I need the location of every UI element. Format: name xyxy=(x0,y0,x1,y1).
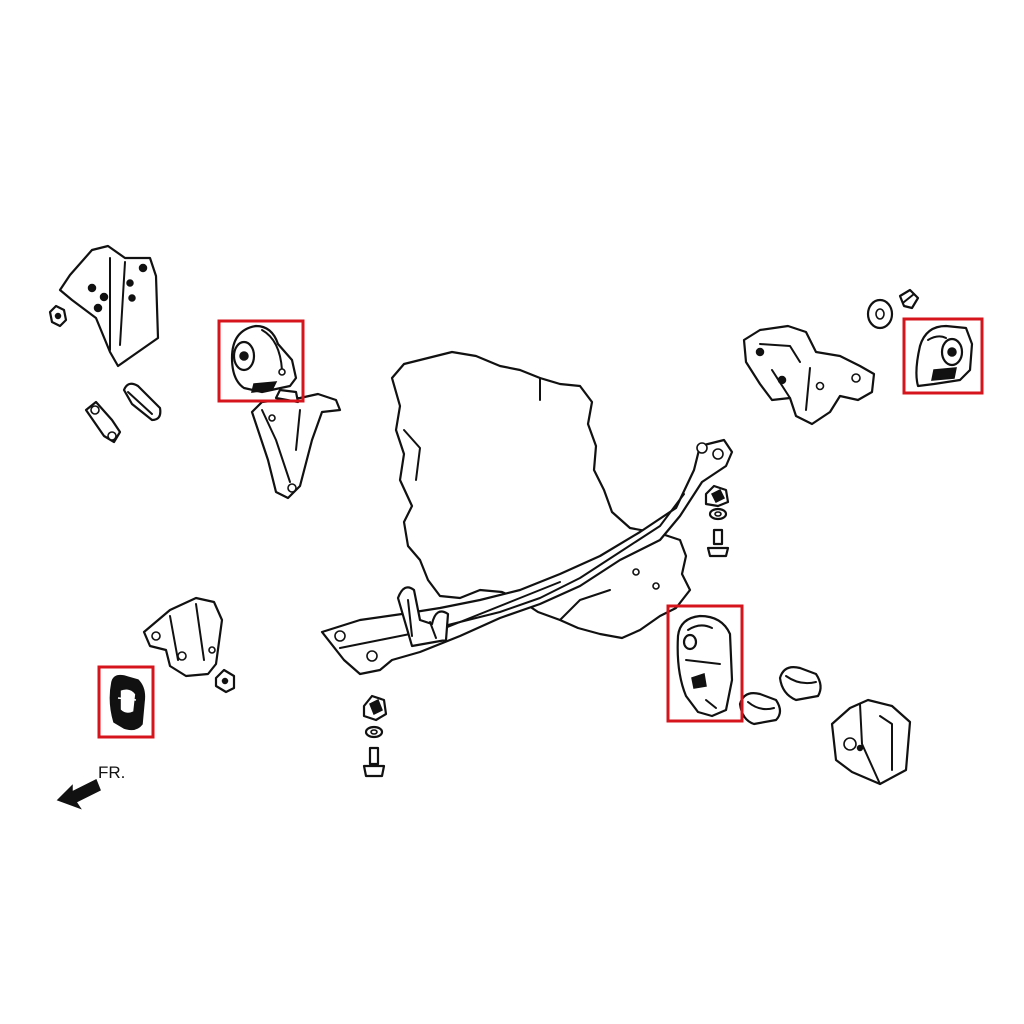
highlight-right-mount xyxy=(902,317,984,395)
rear-collar-right xyxy=(778,666,822,702)
highlight-front-left-mount xyxy=(217,319,305,403)
right-engine-bracket xyxy=(742,324,876,426)
highlight-rear-transmission-mount xyxy=(666,604,744,723)
engine-block xyxy=(390,350,692,640)
bolt-right xyxy=(898,288,920,310)
upper-left-bracket xyxy=(58,244,160,368)
rear-left-mount xyxy=(109,674,146,731)
crossmember xyxy=(320,438,734,676)
highlight-rear-left-mount xyxy=(97,665,155,739)
link-bolt-left xyxy=(84,400,122,444)
front-direction-label: FR. xyxy=(98,763,125,782)
small-nut-lower-left xyxy=(214,668,236,694)
right-mount xyxy=(915,324,974,388)
lower-left-bracket xyxy=(142,596,224,678)
front-left-bracket xyxy=(250,388,342,500)
bushing-sleeve-left xyxy=(122,382,162,422)
rear-transmission-mount xyxy=(676,614,734,718)
front-arrow-icon xyxy=(56,778,101,810)
front-direction-indicator: FR. xyxy=(56,763,125,810)
stud-stack-center xyxy=(362,694,388,778)
small-nut-upper-left xyxy=(48,304,68,328)
stud-stack-right xyxy=(704,484,730,558)
rear-collar-left xyxy=(738,692,782,726)
front-left-mount xyxy=(230,324,298,394)
washer-right xyxy=(866,298,894,330)
rear-bracket-block xyxy=(830,698,912,786)
